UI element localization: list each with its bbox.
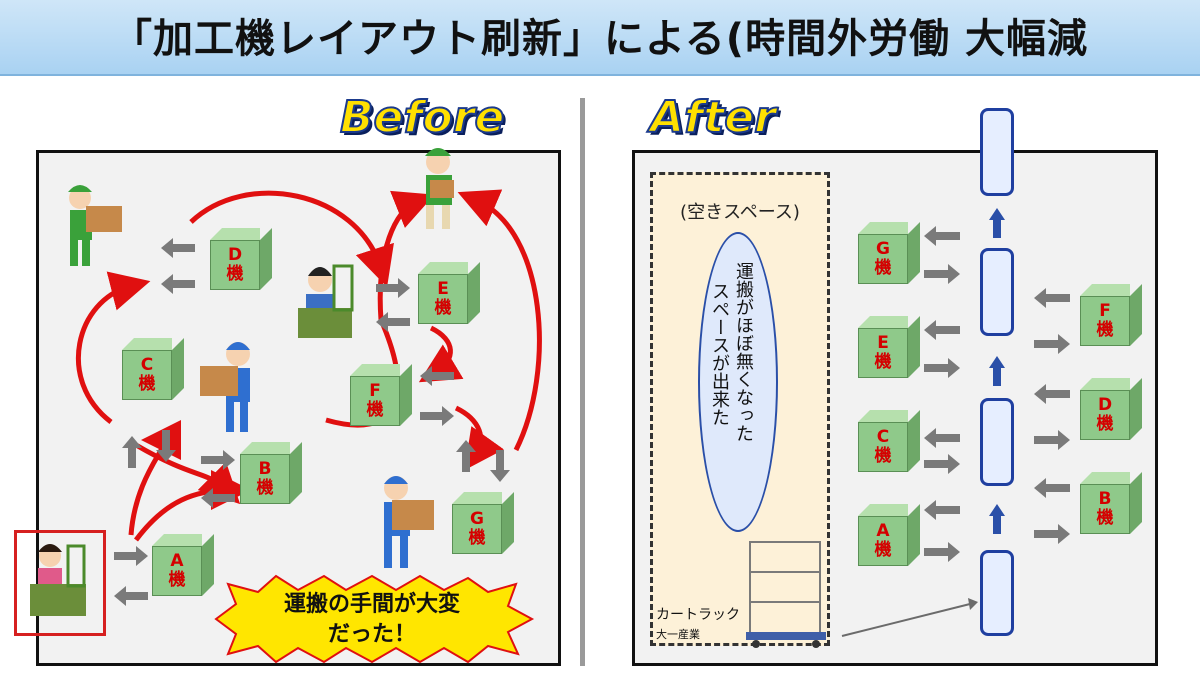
before-floor (36, 150, 561, 666)
space-note-bubble (698, 232, 778, 532)
cart-slot-4 (980, 550, 1014, 636)
after-label: After (649, 91, 777, 144)
before-io-arrows (114, 238, 510, 606)
worker-worried-icon (425, 148, 454, 229)
worker-overloaded-icon (298, 264, 354, 338)
cart-name: カートラック (656, 607, 740, 623)
before-label: Before (339, 91, 505, 144)
cart-maker: 大一産業 (656, 628, 700, 641)
worker-woman-overloaded-icon (30, 544, 86, 616)
panel-divider (580, 98, 585, 666)
worker-blue-box-icon (200, 342, 250, 432)
burst-line-1: 運搬の手間が大変 (283, 592, 460, 617)
after-arrows (841, 208, 1070, 637)
title-bar: 「加工機レイアウト刷新」による(時間外労働 大幅減 (0, 0, 1200, 76)
worker-carrying-box-icon (68, 185, 122, 266)
burst-line-2: だった！ (327, 622, 416, 647)
cart-slot-3 (980, 398, 1014, 486)
highlight-box (14, 530, 106, 636)
slide-title: 「加工機レイアウト刷新」による(時間外労働 大幅減 (111, 16, 1088, 62)
burst-shape (214, 574, 535, 664)
cart-slot-2 (980, 248, 1014, 336)
space-note-line-1: 運搬がほぼ無くなった (733, 262, 754, 442)
cart-slot-1 (980, 108, 1014, 196)
space-note-line-2: スペースが出来た (709, 282, 730, 426)
burst-message: 運搬の手間が大変 だった！ (206, 590, 538, 650)
empty-space-label: (空きスペース) (680, 202, 800, 223)
cart-rack-image (746, 541, 826, 648)
worker-blue-box-2-icon (384, 476, 434, 568)
